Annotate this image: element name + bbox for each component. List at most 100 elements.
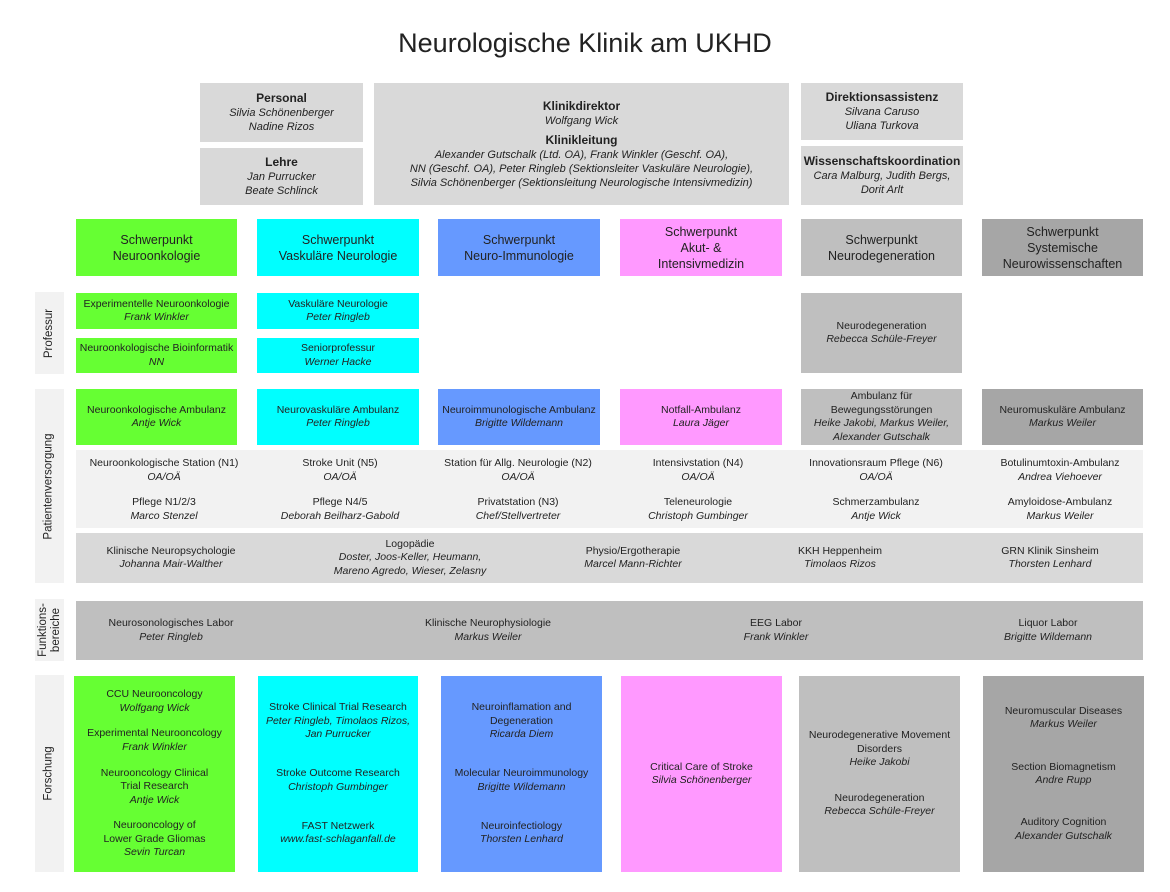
unit-person: Alexander Gutschalk: [833, 430, 930, 443]
unit-title: Molecular Neuroimmunology: [454, 767, 589, 780]
unit-person: Silvia Schönenberger: [651, 774, 752, 786]
unit-title: Neurodegeneration: [836, 319, 927, 332]
direktionsassistenz-title: Direktionsassistenz: [825, 90, 939, 104]
wissenschaftskoordination-title: Wissenschaftskoordination: [803, 154, 961, 168]
direktionsassistenz-box: Direktionsassistenz Silvana Caruso Ulian…: [801, 83, 963, 140]
unit-title: Seniorprofessur: [300, 342, 376, 354]
unit-title: Klinische Neurophysiologie: [424, 617, 552, 629]
schwerpunkt-systemische-neurowissenschaften: Schwerpunkt Systemische Neurowissenschaf…: [982, 219, 1143, 276]
stationen-band: [76, 450, 1143, 528]
lehre-box: Lehre Jan Purrucker Beate Schlinck: [200, 148, 363, 205]
schwerpunkt-neuro-immunologie: Schwerpunkt Neuro-Immunologie: [438, 219, 600, 276]
unit-title: Neurosonologisches Labor: [108, 617, 234, 629]
side-label-funktionsbereiche: Funktions- bereiche: [35, 599, 64, 661]
station-column: Stroke Unit (N5) OA/OÄ Pflege N4/5 Debor…: [252, 456, 428, 524]
funktionsbereiche-band: [76, 601, 1143, 660]
direktionsassistenz-name: Silvana Caruso: [844, 106, 920, 118]
unit-person: Frank Winkler: [124, 311, 189, 323]
klinikdirektor-box: Klinikdirektor Wolfgang Wick Klinikleitu…: [374, 83, 789, 205]
unit-person: Antje Wick: [131, 417, 182, 429]
side-label-patientenversorgung: Patientenversorgung: [35, 389, 64, 583]
unit-person: Peter Ringleb: [306, 311, 370, 323]
unit-person: Laura Jäger: [672, 417, 730, 429]
unit-title: Bewegungsstörungen: [830, 403, 933, 416]
unit-title: Schmerzambulanz: [832, 496, 920, 508]
unit-person: Johanna Mair-Walther: [119, 558, 223, 570]
schwerpunkt-label: Neurodegeneration: [827, 248, 936, 263]
station-column: Botulinumtoxin-Ambulanz Andrea Viehoever…: [972, 456, 1148, 524]
weitere-item: GRN Klinik Sinsheim Thorsten Lenhard: [962, 533, 1138, 583]
unit-title: GRN Klinik Sinsheim: [1001, 544, 1099, 557]
schwerpunkt-label: Schwerpunkt: [664, 224, 738, 239]
weitere-band: [76, 533, 1143, 583]
professur-seniorprofessur: Seniorprofessur Werner Hacke: [257, 338, 419, 373]
funktion-item: Neurosonologisches Labor Peter Ringleb: [76, 601, 266, 660]
professur-experimentelle-neuroonkologie: Experimentelle Neuroonkologie Frank Wink…: [76, 293, 237, 329]
unit-title: Neuroinflamation and: [471, 701, 572, 714]
unit-title: Klinische Neuropsychologie: [106, 544, 236, 557]
unit-title: Logopädie: [385, 537, 435, 550]
unit-person: Frank Winkler: [122, 740, 187, 753]
unit-title: Critical Care of Stroke: [650, 760, 753, 773]
forschung-neurodegeneration: Neurodegenerative Movement Disorders Hei…: [799, 676, 960, 872]
unit-person: Peter Ringleb: [306, 417, 370, 429]
unit-person: OA/OÄ: [147, 470, 181, 483]
funktion-item: Liquor Labor Brigitte Wildemann: [958, 601, 1138, 660]
unit-title: Trial Research: [120, 780, 189, 793]
unit-person: Deborah Beilharz-Gabold: [280, 509, 400, 522]
klinikleitung-line: Silvia Schönenberger (Sektionsleitung Ne…: [410, 176, 753, 189]
side-label-forschung: Forschung: [35, 675, 64, 872]
ambulanz-neuroonkologie: Neuroonkologische Ambulanz Antje Wick: [76, 389, 237, 445]
unit-title: Lower Grade Gliomas: [103, 832, 206, 845]
schwerpunkt-label: Neuroonkologie: [112, 248, 201, 263]
station-column: Intensivstation (N4) OA/OÄ Teleneurologi…: [608, 456, 788, 524]
schwerpunkt-label: Neuro-Immunologie: [464, 248, 574, 263]
unit-title: Pflege N4/5: [312, 496, 368, 508]
unit-person: Christoph Gumbinger: [648, 509, 748, 522]
unit-title: EEG Labor: [750, 617, 802, 629]
unit-title: Section Biomagnetism: [1011, 760, 1116, 773]
unit-person: Antje Wick: [129, 793, 180, 806]
schwerpunkt-label: Vaskuläre Neurologie: [278, 248, 398, 263]
page-title: Neurologische Klinik am UKHD: [398, 28, 772, 58]
professur-vaskulaere-neurologie: Vaskuläre Neurologie Peter Ringleb: [257, 293, 419, 329]
unit-title: Neurooncology Clinical: [100, 766, 209, 779]
side-label-text: Forschung: [43, 746, 55, 801]
unit-title: Vaskuläre Neurologie: [288, 297, 388, 310]
station-column: Neuroonkologische Station (N1) OA/OÄ Pfl…: [76, 456, 252, 524]
unit-person: NN: [148, 355, 165, 368]
klinikleitung-title: Klinikleitung: [545, 132, 618, 147]
unit-person: Wolfgang Wick: [119, 701, 190, 714]
weitere-item: Physio/Ergotherapie Marcel Mann-Richter: [540, 533, 726, 583]
side-label-text: bereiche: [49, 607, 62, 653]
unit-title: Stroke Unit (N5): [302, 457, 378, 469]
unit-person: www.fast-schlaganfall.de: [280, 833, 396, 846]
unit-person: Heike Jakobi: [849, 756, 910, 769]
schwerpunkt-akut-intensivmedizin: Schwerpunkt Akut- & Intensivmedizin: [620, 219, 782, 276]
lehre-name: Jan Purrucker: [247, 171, 316, 183]
unit-person: Thorsten Lenhard: [480, 833, 563, 846]
unit-person: Andrea Viehoever: [1018, 470, 1102, 483]
station-column: Innovationsraum Pflege (N6) OA/OÄ Schmer…: [788, 456, 964, 524]
unit-title: Neurodegeneration: [834, 791, 925, 804]
schwerpunkt-vaskulaere-neurologie: Schwerpunkt Vaskuläre Neurologie: [257, 219, 419, 276]
unit-title: Neuroonkologische Station (N1): [89, 457, 239, 469]
unit-title: Station für Allg. Neurologie (N2): [444, 457, 592, 469]
unit-title: Intensivstation (N4): [652, 457, 744, 469]
unit-person: Antje Wick: [851, 509, 901, 522]
unit-title: Neurovaskuläre Ambulanz: [276, 403, 400, 416]
schwerpunkt-neurodegeneration: Schwerpunkt Neurodegeneration: [801, 219, 962, 276]
schwerpunkt-label: Schwerpunkt: [845, 232, 918, 247]
unit-title: Innovationsraum Pflege (N6): [809, 457, 943, 469]
lehre-title: Lehre: [265, 155, 298, 169]
unit-person: Markus Weiler: [454, 630, 522, 643]
side-label-text: Professur: [43, 308, 55, 358]
ambulanz-notfall: Notfall-Ambulanz Laura Jäger: [620, 389, 782, 445]
klinikleitung-line: NN (Geschf. OA), Peter Ringleb (Sektions…: [409, 162, 754, 175]
personal-title: Personal: [256, 91, 307, 105]
unit-title: CCU Neurooncology: [106, 688, 203, 701]
schwerpunkt-label: Schwerpunkt: [301, 232, 375, 247]
